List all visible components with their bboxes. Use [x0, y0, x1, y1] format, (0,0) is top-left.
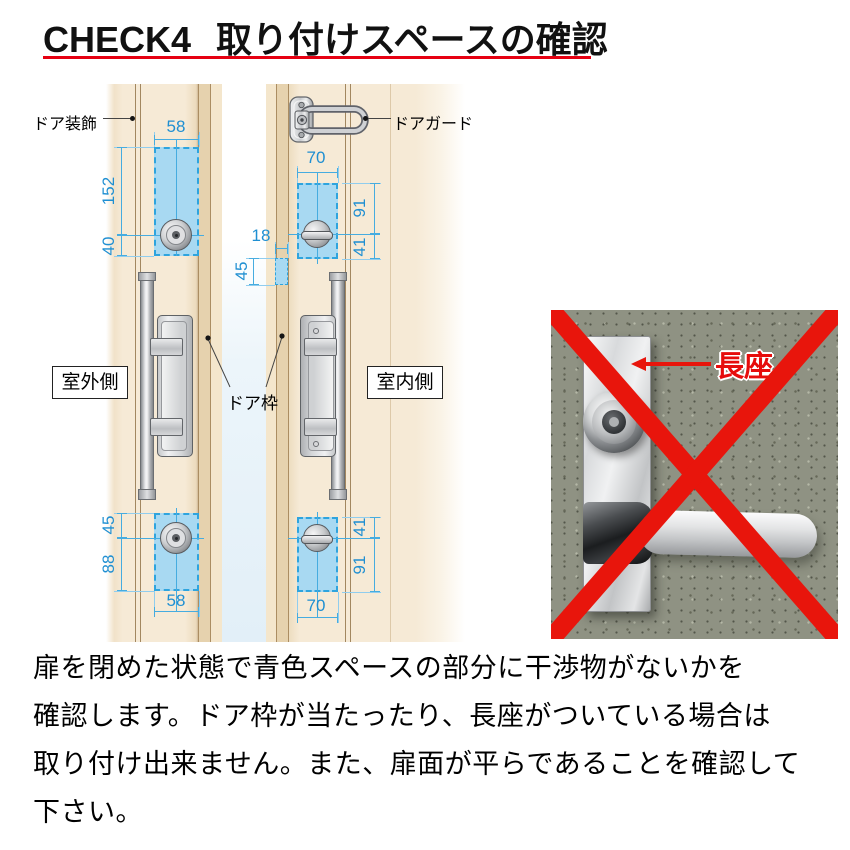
door-decoration-label: ドア装飾: [33, 116, 98, 133]
door-frame-strip-right: [276, 84, 289, 642]
lock-tab: [304, 418, 337, 436]
frame-gap: [222, 84, 266, 642]
rail-cap: [329, 272, 347, 281]
centerline: [176, 139, 177, 256]
instruction-text: 扉を閉めた状態で青色スペースの部分に干渉物がないかを 確認します。ドア枠が当たっ…: [33, 644, 833, 836]
door-decoration-line-right: [345, 84, 351, 642]
dim-line: [154, 607, 199, 617]
instruction-line: 取り付け出来ません。また、扉面が平らであることを確認して: [33, 749, 801, 779]
lock-tab: [304, 338, 337, 356]
thumbturn-top: [301, 220, 333, 248]
dim-top-left-width: 58: [166, 117, 186, 136]
dim-top-left-upper: 152: [99, 176, 118, 206]
centerline: [317, 172, 318, 264]
arrow-head-icon: [631, 357, 646, 371]
arrow-shaft: [645, 362, 711, 366]
frame-face-left: [211, 84, 222, 642]
dim-line: [117, 147, 127, 235]
frame-face-right: [266, 84, 276, 642]
screw-icon: [313, 441, 319, 447]
door-frame-strip-left: [198, 84, 211, 642]
door-panel-line: [390, 84, 391, 642]
key-cylinder-top: [160, 219, 192, 251]
dim-bottom-right-lower: 91: [350, 555, 369, 575]
dim-line: [370, 234, 380, 259]
dim-line: [154, 135, 199, 145]
key-cylinder-bottom: [160, 522, 192, 554]
dim-gap-height: 45: [232, 261, 251, 281]
dim-line: [297, 168, 338, 178]
dim-bottom-left-width: 58: [166, 591, 186, 610]
title-heading: 取り付けスペースの確認: [216, 19, 608, 60]
long-plate-photo: 長座: [551, 310, 838, 639]
dim-bottom-left-lower: 88: [99, 554, 118, 574]
dim-bottom-right-width: 70: [306, 596, 326, 615]
page-title: CHECK4 取り付けスペースの確認: [43, 11, 608, 63]
rail-cap: [329, 489, 347, 500]
lock-rail-left: [140, 272, 154, 500]
dim-line: [370, 517, 380, 538]
screw-icon: [313, 328, 319, 334]
instruction-line: 下さい。: [33, 797, 143, 827]
dim-bottom-left-upper: 45: [99, 515, 118, 535]
dim-gap-width: 18: [251, 226, 271, 245]
leader-line: [368, 118, 391, 119]
instruction-line: 扉を閉めた状態で青色スペースの部分に干渉物がないかを: [33, 653, 745, 683]
thumbturn-bottom: [301, 524, 333, 552]
dim-line: [117, 538, 127, 591]
photo-cylinder-cap: [609, 417, 619, 427]
dim-line: [275, 244, 288, 254]
dim-top-left-lower: 40: [99, 236, 118, 256]
door-guard-label: ドアガード: [393, 116, 474, 133]
leader-dot: [130, 116, 135, 121]
door-frame-leaders: [205, 333, 285, 388]
dim-line: [249, 258, 259, 285]
lock-tab: [150, 418, 183, 436]
dim-line: [117, 235, 127, 256]
dim-line: [370, 183, 380, 234]
door-guard-illustration: [289, 96, 369, 143]
dim-line: [117, 513, 127, 538]
title-underline: [43, 56, 591, 59]
leader-dot: [363, 116, 368, 121]
title-check-label: CHECK4: [43, 19, 192, 60]
door-frame-label: ドア枠: [227, 394, 278, 413]
lock-tab: [150, 338, 183, 356]
dim-top-right-lower: 41: [350, 237, 369, 257]
outdoor-side-box: 室外側: [52, 366, 128, 399]
rail-cap: [138, 272, 156, 281]
dim-line: [370, 538, 380, 592]
indoor-side-box: 室内側: [367, 366, 443, 399]
dim-bottom-right-upper: 41: [350, 517, 369, 537]
space-rect-frame-edge: [275, 258, 288, 285]
instruction-line: 確認します。ドア枠が当たったり、長座がついている場合は: [33, 701, 771, 731]
dim-line: [297, 613, 338, 623]
long-plate-label: 長座: [715, 351, 774, 383]
centerline: [176, 508, 177, 611]
dim-top-right-width: 70: [306, 148, 326, 167]
leader-line: [103, 118, 131, 119]
rail-cap: [138, 489, 156, 500]
dim-top-right-upper: 91: [350, 198, 369, 218]
centerline: [317, 512, 318, 617]
